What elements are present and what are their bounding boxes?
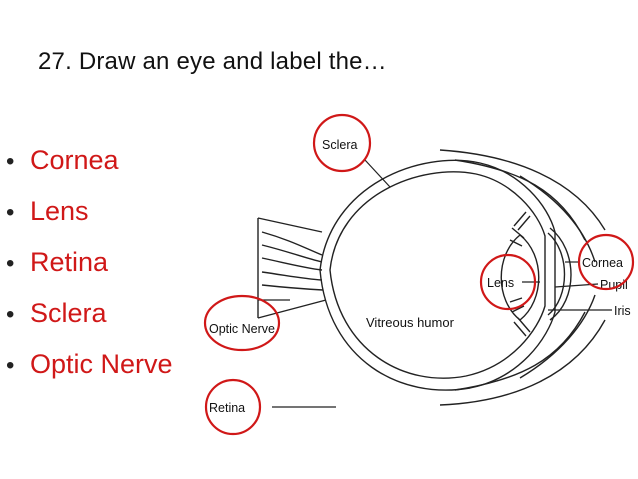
bullet-dot-icon: • — [6, 352, 15, 379]
bullet-dot-icon: • — [6, 199, 15, 226]
bullet-item-retina: • Retina — [6, 242, 173, 293]
bullet-item-cornea: • Cornea — [6, 140, 173, 191]
bullet-dot-icon: • — [6, 148, 15, 175]
highlight-circle-lens — [479, 253, 537, 311]
label-lens: Lens — [487, 276, 514, 290]
highlight-circle-retina — [204, 378, 262, 436]
eye-outline — [257, 149, 606, 406]
label-vitreous-humor: Vitreous humor — [366, 315, 455, 330]
highlight-circle-cornea — [577, 233, 635, 291]
highlight-circles — [203, 113, 635, 436]
label-iris: Iris — [614, 304, 631, 318]
bullet-text: Sclera — [30, 298, 107, 328]
bullet-text: Cornea — [30, 145, 119, 175]
bullet-text: Optic Nerve — [30, 349, 173, 379]
bullet-dot-icon: • — [6, 250, 15, 277]
label-retina: Retina — [209, 401, 245, 415]
bullet-text: Retina — [30, 247, 109, 277]
leader-lines — [258, 159, 612, 408]
bullet-item-optic-nerve: • Optic Nerve — [6, 344, 173, 395]
label-optic-nerve: Optic Nerve — [209, 322, 275, 336]
bullet-text: Lens — [30, 196, 89, 226]
bullet-item-sclera: • Sclera — [6, 293, 173, 344]
bullet-list: • Cornea • Lens • Retina • Sclera • Optic Ner… — [6, 140, 173, 395]
bullet-dot-icon: • — [6, 301, 15, 328]
label-cornea: Cornea — [582, 256, 623, 270]
label-sclera: Sclera — [322, 138, 357, 152]
highlight-circle-optic-nerve — [203, 294, 281, 352]
bullet-item-lens: • Lens — [6, 191, 173, 242]
highlight-circle-sclera — [312, 113, 372, 173]
slide-title: 27. Draw an eye and label the… — [38, 48, 387, 75]
